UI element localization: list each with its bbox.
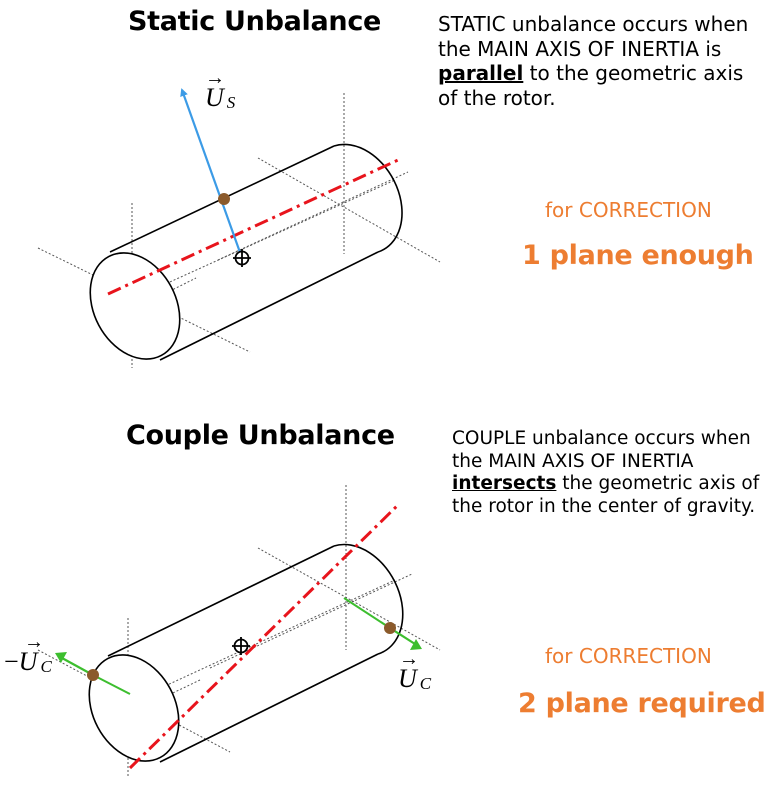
static-title: Static Unbalance xyxy=(128,6,382,37)
static-vector-arrow-accent: → xyxy=(205,67,225,89)
couple-desc-keyword: intersects xyxy=(452,473,557,494)
couple-vector-right-arrowhead xyxy=(410,639,422,650)
static-desc-after: to the geometric axis of the rotor. xyxy=(438,61,744,110)
couple-planes-label: 2 plane required xyxy=(518,688,766,719)
couple-cylinder-bottom-edge xyxy=(159,653,379,763)
static-correction-label: for CORRECTION xyxy=(545,198,712,222)
static-planes-label: 1 plane enough xyxy=(522,240,754,271)
static-construction-diag-right-2 xyxy=(217,171,409,261)
couple-unbalance-mass-right xyxy=(384,622,396,634)
static-cylinder-right-end xyxy=(333,143,403,253)
static-construction-diag-left-1 xyxy=(37,247,251,353)
static-unbalance-vector xyxy=(180,88,244,259)
couple-vector-right-inner xyxy=(343,597,391,629)
couple-cylinder-top-edge xyxy=(107,545,335,657)
static-cylinder-bottom-edge xyxy=(159,251,379,361)
couple-construction-diag-right-1 xyxy=(257,547,441,651)
couple-inertia-axis xyxy=(128,503,400,770)
couple-desc-after: the geometric axis of the rotor in the c… xyxy=(452,473,760,517)
couple-correction-label: for CORRECTION xyxy=(545,644,712,668)
static-desc-before: STATIC unbalance occurs when the MAIN AX… xyxy=(438,12,749,61)
couple-desc-before: COUPLE unbalance occurs when the MAIN AX… xyxy=(452,428,751,472)
couple-unbalance-mass-left xyxy=(87,669,99,681)
couple-cylinder-right-end xyxy=(333,543,404,655)
static-unbalance-mass xyxy=(218,193,230,205)
couple-vector-left-arrowhead xyxy=(55,652,67,663)
static-description: STATIC unbalance occurs when the MAIN AX… xyxy=(438,12,760,110)
couple-title: Couple Unbalance xyxy=(126,420,395,451)
static-desc-keyword: parallel xyxy=(438,61,524,85)
static-construction-diag-right-1 xyxy=(257,157,441,263)
couple-vector-left-inner xyxy=(92,674,131,695)
couple-vector-right-arrow-accent: → xyxy=(399,648,419,670)
couple-center-of-gravity-icon xyxy=(232,637,250,655)
couple-cylinder-left-face xyxy=(88,654,180,762)
static-inertia-axis xyxy=(107,158,399,296)
couple-description: COUPLE unbalance occurs when the MAIN AX… xyxy=(452,428,762,518)
static-center-of-gravity-icon xyxy=(233,249,251,267)
static-cylinder-left-face xyxy=(89,252,181,360)
couple-vector-left-arrow-accent: → xyxy=(24,631,44,653)
